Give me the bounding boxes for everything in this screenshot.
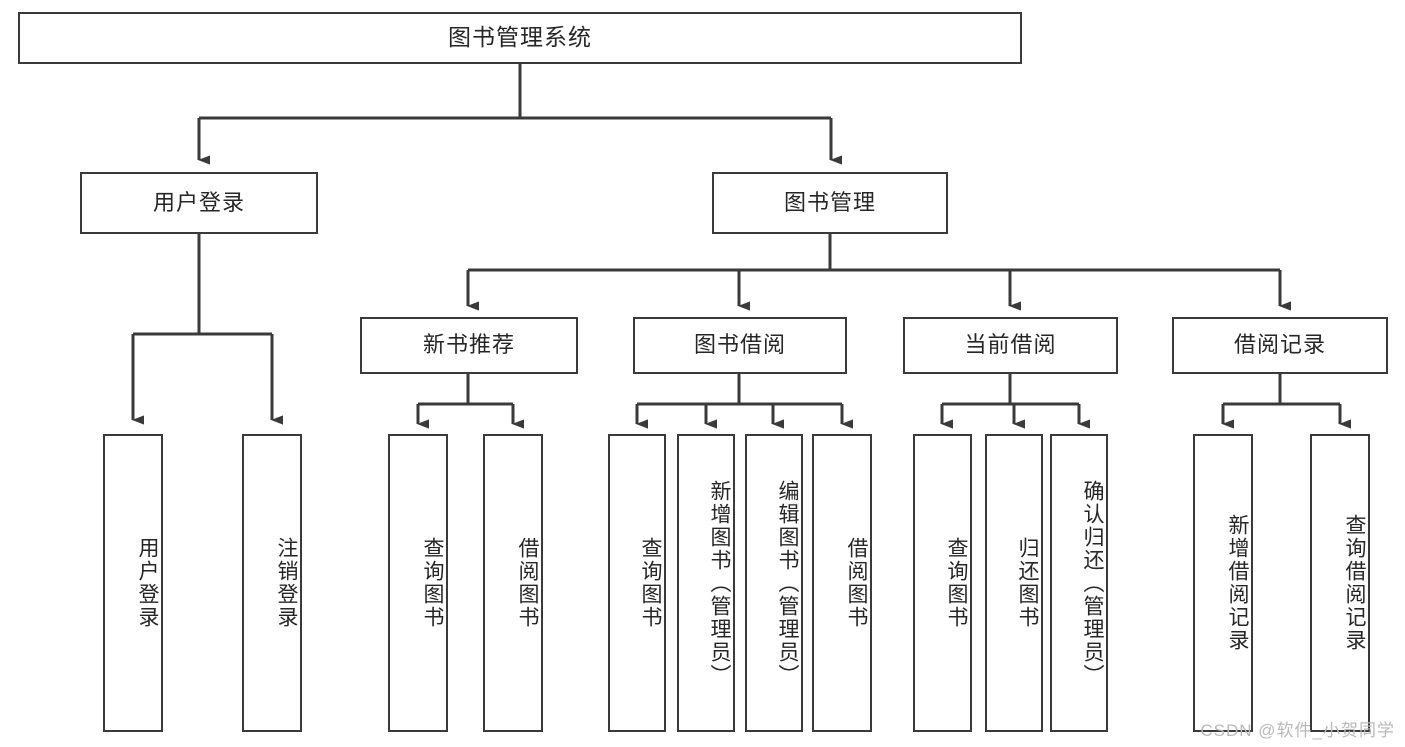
node-book-borrow[interactable]: 图书借阅 xyxy=(633,317,847,374)
node-label: 编辑图书（管理员） xyxy=(776,479,799,687)
node-label: 图书管理系统 xyxy=(448,24,592,51)
leaf-query-book-current[interactable]: 查询图书 xyxy=(913,434,972,732)
node-label: 当前借阅 xyxy=(964,332,1057,358)
leaf-confirm-return-admin[interactable]: 确认归还（管理员） xyxy=(1050,434,1108,732)
node-label: 新增借阅记录 xyxy=(1226,514,1249,652)
leaf-borrow-book-borrow[interactable]: 借阅图书 xyxy=(812,434,872,732)
leaf-logout-login[interactable]: 注销登录 xyxy=(242,434,302,732)
node-label: 图书管理 xyxy=(783,189,876,215)
leaf-user-login[interactable]: 用户登录 xyxy=(103,434,163,732)
node-label: 新增图书（管理员） xyxy=(708,479,731,687)
leaf-borrow-book-recommend[interactable]: 借阅图书 xyxy=(483,434,543,732)
node-label: 用户登录 xyxy=(152,189,245,215)
node-new-book-recommend[interactable]: 新书推荐 xyxy=(360,317,578,374)
leaf-add-book-admin[interactable]: 新增图书（管理员） xyxy=(677,434,735,732)
node-label: 图书借阅 xyxy=(693,332,786,358)
leaf-edit-book-admin[interactable]: 编辑图书（管理员） xyxy=(745,434,803,732)
node-label: 查询图书 xyxy=(421,537,444,629)
node-label: 归还图书 xyxy=(1016,537,1039,629)
node-label: 新书推荐 xyxy=(422,332,515,358)
node-root-book-management-system[interactable]: 图书管理系统 xyxy=(18,12,1022,64)
leaf-return-book[interactable]: 归还图书 xyxy=(985,434,1043,732)
node-label: 借阅图书 xyxy=(516,537,539,629)
leaf-query-book-borrow[interactable]: 查询图书 xyxy=(608,434,666,732)
node-label: 借阅记录 xyxy=(1233,332,1326,358)
node-book-management[interactable]: 图书管理 xyxy=(712,172,948,234)
node-label: 借阅图书 xyxy=(845,537,868,629)
leaf-query-book-recommend[interactable]: 查询图书 xyxy=(388,434,448,732)
node-borrow-record[interactable]: 借阅记录 xyxy=(1172,317,1388,374)
leaf-add-borrow-record[interactable]: 新增借阅记录 xyxy=(1193,434,1253,732)
node-label: 查询借阅记录 xyxy=(1343,514,1366,652)
node-user-login[interactable]: 用户登录 xyxy=(80,172,318,234)
node-label: 注销登录 xyxy=(275,537,298,629)
node-label: 查询图书 xyxy=(639,537,662,629)
node-label: 查询图书 xyxy=(945,537,968,629)
node-label: 用户登录 xyxy=(136,537,159,629)
csdn-watermark: CSDN @软件_小贺同学 xyxy=(1200,721,1395,740)
node-label: 确认归还（管理员） xyxy=(1081,479,1104,687)
node-current-borrow[interactable]: 当前借阅 xyxy=(903,317,1118,374)
leaf-query-borrow-record[interactable]: 查询借阅记录 xyxy=(1310,434,1370,732)
